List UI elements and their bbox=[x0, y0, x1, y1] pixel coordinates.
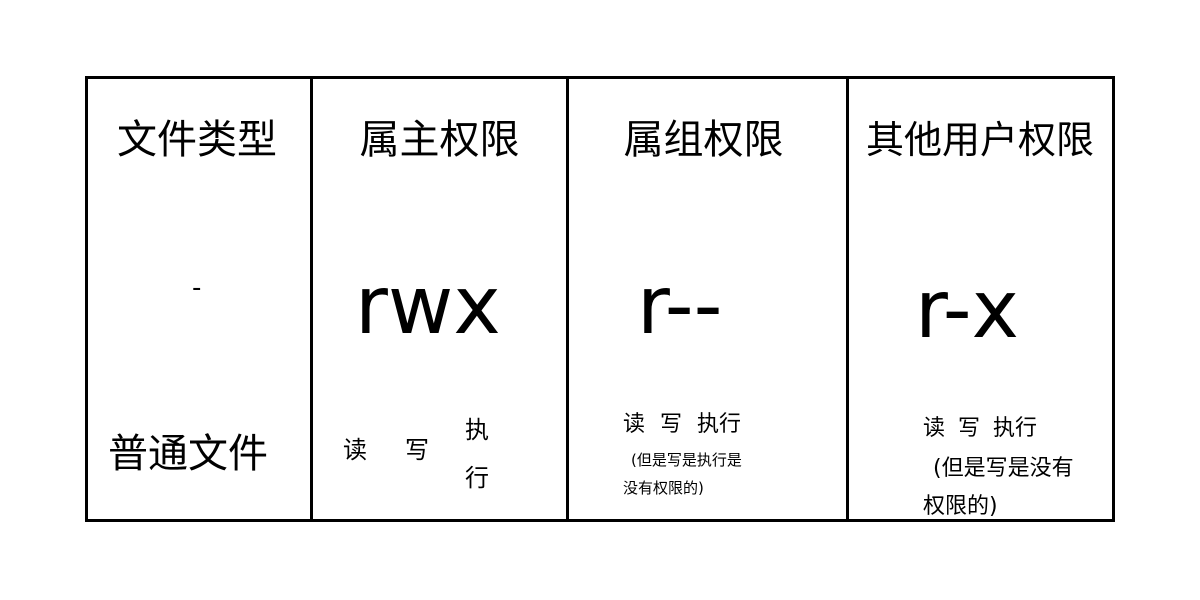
file-type-header: 文件类型 bbox=[117, 117, 277, 163]
permission-table: 文件类型 - 普通文件 属主权限 rwx 读 写 执 行 属组权限 r-- 读 … bbox=[85, 76, 1115, 522]
column-divider-3 bbox=[846, 79, 849, 519]
other-note-line1: (但是写是没有 bbox=[933, 456, 1074, 481]
owner-exec-label-1: 执 bbox=[465, 416, 489, 444]
other-labels: 读 写 执行 bbox=[923, 416, 1037, 441]
owner-header: 属主权限 bbox=[359, 117, 520, 163]
owner-read-label: 读 bbox=[343, 436, 367, 464]
file-type-symbol: - bbox=[192, 273, 202, 303]
owner-perm: rwx bbox=[355, 259, 501, 352]
group-note-line2: 没有权限的) bbox=[623, 479, 704, 497]
other-header: 其他用户权限 bbox=[865, 118, 1094, 162]
owner-column: 属主权限 rwx 读 写 执 行 bbox=[313, 79, 566, 519]
owner-exec-label-2: 行 bbox=[465, 464, 489, 492]
group-column: 属组权限 r-- 读 写 执行 (但是写是执行是 没有权限的) bbox=[569, 79, 846, 519]
file-type-label: 普通文件 bbox=[108, 431, 268, 477]
group-labels: 读 写 执行 bbox=[623, 412, 741, 437]
file-type-column: 文件类型 - 普通文件 bbox=[88, 79, 310, 519]
other-note-line2: 权限的) bbox=[923, 494, 998, 519]
group-header: 属组权限 bbox=[623, 117, 784, 163]
owner-write-label: 写 bbox=[405, 436, 429, 464]
column-divider-2 bbox=[566, 79, 569, 519]
other-column: 其他用户权限 r-x 读 写 执行 (但是写是没有 权限的) bbox=[849, 79, 1115, 519]
other-perm: r-x bbox=[915, 263, 1019, 356]
group-note-line1: (但是写是执行是 bbox=[631, 451, 742, 469]
column-divider-1 bbox=[310, 79, 313, 519]
group-perm: r-- bbox=[637, 259, 723, 352]
